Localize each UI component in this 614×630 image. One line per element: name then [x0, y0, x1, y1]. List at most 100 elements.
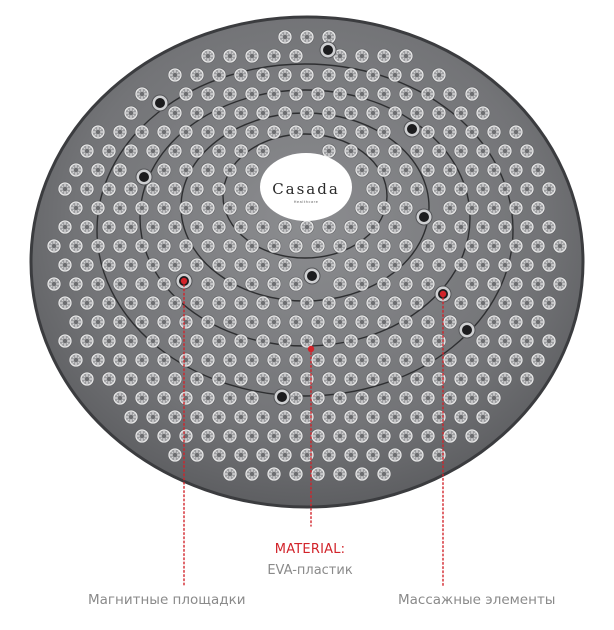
massage-node — [299, 29, 315, 45]
massage-node — [145, 143, 161, 159]
massage-node — [497, 257, 513, 273]
massage-node — [288, 48, 304, 64]
massage-node — [189, 105, 205, 121]
massage-node — [222, 466, 238, 482]
massage-node — [90, 352, 106, 368]
massage-node — [332, 86, 348, 102]
massage-node — [354, 48, 370, 64]
massage-node — [376, 200, 392, 216]
massage-node — [145, 257, 161, 273]
massage-node — [530, 200, 546, 216]
massage-node — [255, 143, 271, 159]
massage-node — [233, 333, 249, 349]
brand-logo: Casada Healthcare — [260, 153, 352, 221]
massage-node — [244, 162, 260, 178]
massage-node — [134, 124, 150, 140]
massage-node — [431, 181, 447, 197]
massage-node — [453, 105, 469, 121]
massage-node — [508, 200, 524, 216]
massage-node — [519, 371, 535, 387]
massage-node — [123, 295, 139, 311]
massage-node — [321, 447, 337, 463]
massage-node — [255, 409, 271, 425]
massage-node — [431, 409, 447, 425]
massage-node — [101, 181, 117, 197]
massage-node — [101, 219, 117, 235]
massage-node — [255, 105, 271, 121]
massage-node — [90, 238, 106, 254]
massage-node — [178, 86, 194, 102]
massage-node — [442, 352, 458, 368]
massage-node — [112, 352, 128, 368]
massage-node — [497, 143, 513, 159]
massage-node — [233, 67, 249, 83]
massage-node — [464, 390, 480, 406]
massage-node — [68, 162, 84, 178]
massage-node — [321, 409, 337, 425]
massage-node — [244, 466, 260, 482]
material-title: MATERIAL: — [274, 542, 346, 557]
massage-node — [156, 390, 172, 406]
massage-node — [376, 390, 392, 406]
massage-node — [178, 200, 194, 216]
massage-node — [376, 162, 392, 178]
massage-node — [398, 162, 414, 178]
massage-node — [189, 447, 205, 463]
massage-node — [189, 295, 205, 311]
massage-node — [200, 352, 216, 368]
massage-node — [233, 105, 249, 121]
massage-node — [200, 314, 216, 330]
massage-node — [68, 314, 84, 330]
massage-node — [321, 295, 337, 311]
massage-node — [475, 219, 491, 235]
massage-node — [222, 200, 238, 216]
massage-node — [508, 276, 524, 292]
massage-node — [398, 352, 414, 368]
massage-node — [354, 352, 370, 368]
massage-node — [497, 333, 513, 349]
massage-node — [343, 371, 359, 387]
massage-node — [145, 295, 161, 311]
massage-node — [288, 314, 304, 330]
massage-node — [376, 86, 392, 102]
massage-node — [519, 257, 535, 273]
massage-node — [222, 428, 238, 444]
massage-node — [57, 295, 73, 311]
massage-node — [266, 48, 282, 64]
magnetic-pad — [303, 267, 321, 285]
massage-node — [508, 238, 524, 254]
massage-node — [233, 295, 249, 311]
massage-node — [68, 238, 84, 254]
massage-node — [299, 67, 315, 83]
massage-node — [398, 86, 414, 102]
massage-node — [343, 447, 359, 463]
massage-node — [211, 143, 227, 159]
massage-node — [332, 428, 348, 444]
massage-node — [332, 466, 348, 482]
massage-node — [453, 219, 469, 235]
massage-node — [299, 105, 315, 121]
massage-node — [519, 333, 535, 349]
massage-node — [134, 238, 150, 254]
massage-node — [211, 219, 227, 235]
massage-node — [200, 428, 216, 444]
massage-node — [365, 219, 381, 235]
massage-node — [178, 238, 194, 254]
massage-node — [310, 352, 326, 368]
massage-node — [277, 447, 293, 463]
massage-node — [68, 276, 84, 292]
massage-node — [486, 314, 502, 330]
massage-node — [530, 352, 546, 368]
massage-node — [244, 124, 260, 140]
massage-node — [420, 428, 436, 444]
massage-node — [288, 390, 304, 406]
massage-node — [233, 371, 249, 387]
massage-node — [255, 447, 271, 463]
massage-node — [409, 257, 425, 273]
massage-node — [409, 181, 425, 197]
massage-node — [354, 276, 370, 292]
massage-node — [79, 181, 95, 197]
massage-node — [156, 162, 172, 178]
massage-node — [90, 200, 106, 216]
